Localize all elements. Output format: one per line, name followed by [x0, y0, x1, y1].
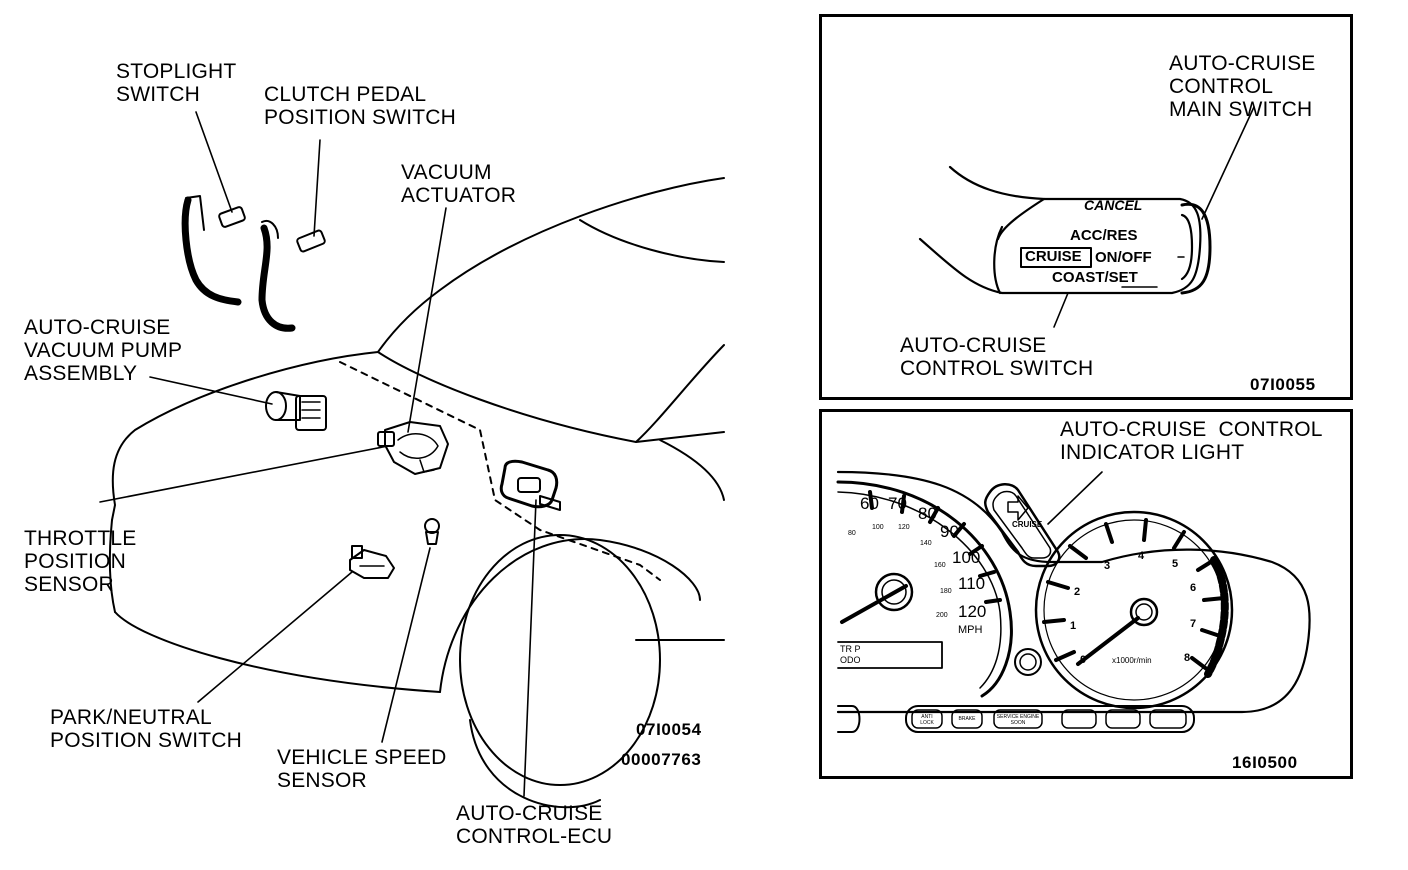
indicator-light-label: AUTO-CRUISE CONTROL INDICATOR LIGHT [1060, 418, 1323, 464]
tach-num-4: 4 [1138, 550, 1145, 562]
throttle-sensor-label: THROTTLE POSITION SENSOR [24, 527, 137, 596]
vacuum-pump-part [265, 391, 327, 431]
speedo-kmh-120: 120 [898, 524, 910, 531]
speedo-mph-120: 120 [958, 602, 987, 621]
cancel-text: CANCEL [1084, 197, 1143, 213]
vehicle-component-diagram [99, 111, 725, 809]
car-a-pillar [635, 344, 725, 443]
cruise-ecu-part [499, 459, 561, 511]
speed-sensor-part [424, 518, 440, 545]
park-neutral-switch-label: PARK/NEUTRAL POSITION SWITCH [50, 706, 242, 752]
speedo-kmh-180: 180 [940, 588, 952, 595]
coast-set-text: COAST/SET [1052, 269, 1138, 286]
tach-num-1: 1 [1070, 620, 1077, 632]
car-hood-line [377, 351, 725, 443]
speedometer-dial [836, 480, 1013, 698]
indicator-cruise-text: CRUISE [1012, 520, 1043, 529]
speedo-mph-80: 80 [918, 504, 937, 523]
stoplight-pedal [181, 196, 242, 306]
clutch-pedal [258, 224, 296, 332]
figure-code-bottom: 16I0500 [1232, 753, 1298, 772]
figure-code-left-1: 07I0054 [636, 720, 702, 739]
speedo-kmh-80: 80 [848, 530, 856, 537]
speedo-mph-60: 60 [860, 494, 879, 513]
tach-num-8: 8 [1184, 652, 1191, 664]
cruise-ecu-label: AUTO-CRUISE CONTROL-ECU [456, 802, 613, 848]
car-wheel [459, 534, 661, 786]
tachometer-dial [1034, 510, 1234, 710]
on-off-text: ON/OFF [1095, 249, 1152, 266]
stoplight-switch-label: STOPLIGHT SWITCH [116, 60, 237, 106]
car-lower-body [114, 611, 441, 693]
park-neutral-switch-part [349, 545, 395, 579]
odometer-text: TR P ODO [840, 644, 861, 665]
speedo-kmh-100: 100 [872, 524, 884, 531]
tachometer-needle [1076, 616, 1140, 666]
cruise-switch-drawing [918, 106, 1255, 328]
service-engine-light: SERVICE ENGINE SOON [996, 714, 1040, 726]
speedo-mph-100: 100 [952, 548, 981, 567]
speedo-kmh-160: 160 [934, 562, 946, 569]
instrument-cluster-panel: AUTO-CRUISE CONTROL INDICATOR LIGHT CRUI… [819, 409, 1353, 779]
car-side-line [659, 439, 725, 501]
vacuum-pump-label: AUTO-CRUISE VACUUM PUMP ASSEMBLY [24, 316, 183, 385]
speedo-mph-90: 90 [940, 522, 959, 541]
speedometer-needle [840, 584, 908, 624]
anti-lock-light: ANTI LOCK [920, 714, 934, 726]
vacuum-actuator-label: VACUUM ACTUATOR [401, 161, 517, 207]
vehicle-speed-sensor-label: VEHICLE SPEED SENSOR [277, 746, 447, 792]
main-switch-label: AUTO-CRUISE CONTROL MAIN SWITCH [1169, 52, 1316, 121]
clutch-pedal-switch-label: CLUTCH PEDAL POSITION SWITCH [264, 83, 456, 129]
control-switch-label: AUTO-CRUISE CONTROL SWITCH [900, 334, 1094, 380]
tach-unit: x1000r/min [1112, 656, 1152, 665]
cruise-switch-panel: AUTO-CRUISE CONTROL MAIN SWITCH AUTO-CRU… [819, 14, 1353, 400]
speedo-kmh-140: 140 [920, 540, 932, 547]
car-fender [439, 538, 701, 693]
tach-num-5: 5 [1172, 558, 1179, 570]
cruise-text: CRUISE [1025, 248, 1082, 265]
speedo-mph-70: 70 [888, 494, 907, 513]
tach-num-6: 6 [1190, 582, 1197, 594]
engine-bay-dashed [339, 361, 661, 581]
brake-light: BRAKE [958, 716, 976, 722]
tach-num-0: 0 [1080, 654, 1087, 666]
tach-num-2: 2 [1074, 586, 1081, 598]
speedo-mph-110: 110 [958, 574, 986, 593]
speedo-kmh-200: 200 [936, 612, 948, 619]
tach-num-7: 7 [1190, 618, 1197, 630]
figure-code-left-2: 00007763 [621, 750, 702, 769]
car-bumper [108, 519, 116, 613]
acc-res-text: ACC/RES [1070, 227, 1138, 244]
instrument-cluster-drawing [836, 470, 1311, 733]
tach-num-3: 3 [1104, 560, 1111, 572]
indicator-housing [984, 483, 1061, 568]
car-windshield [579, 219, 725, 263]
vacuum-actuator-part [377, 421, 449, 475]
speedo-unit: MPH [958, 624, 983, 636]
figure-code-top: 07I0055 [1250, 375, 1316, 394]
